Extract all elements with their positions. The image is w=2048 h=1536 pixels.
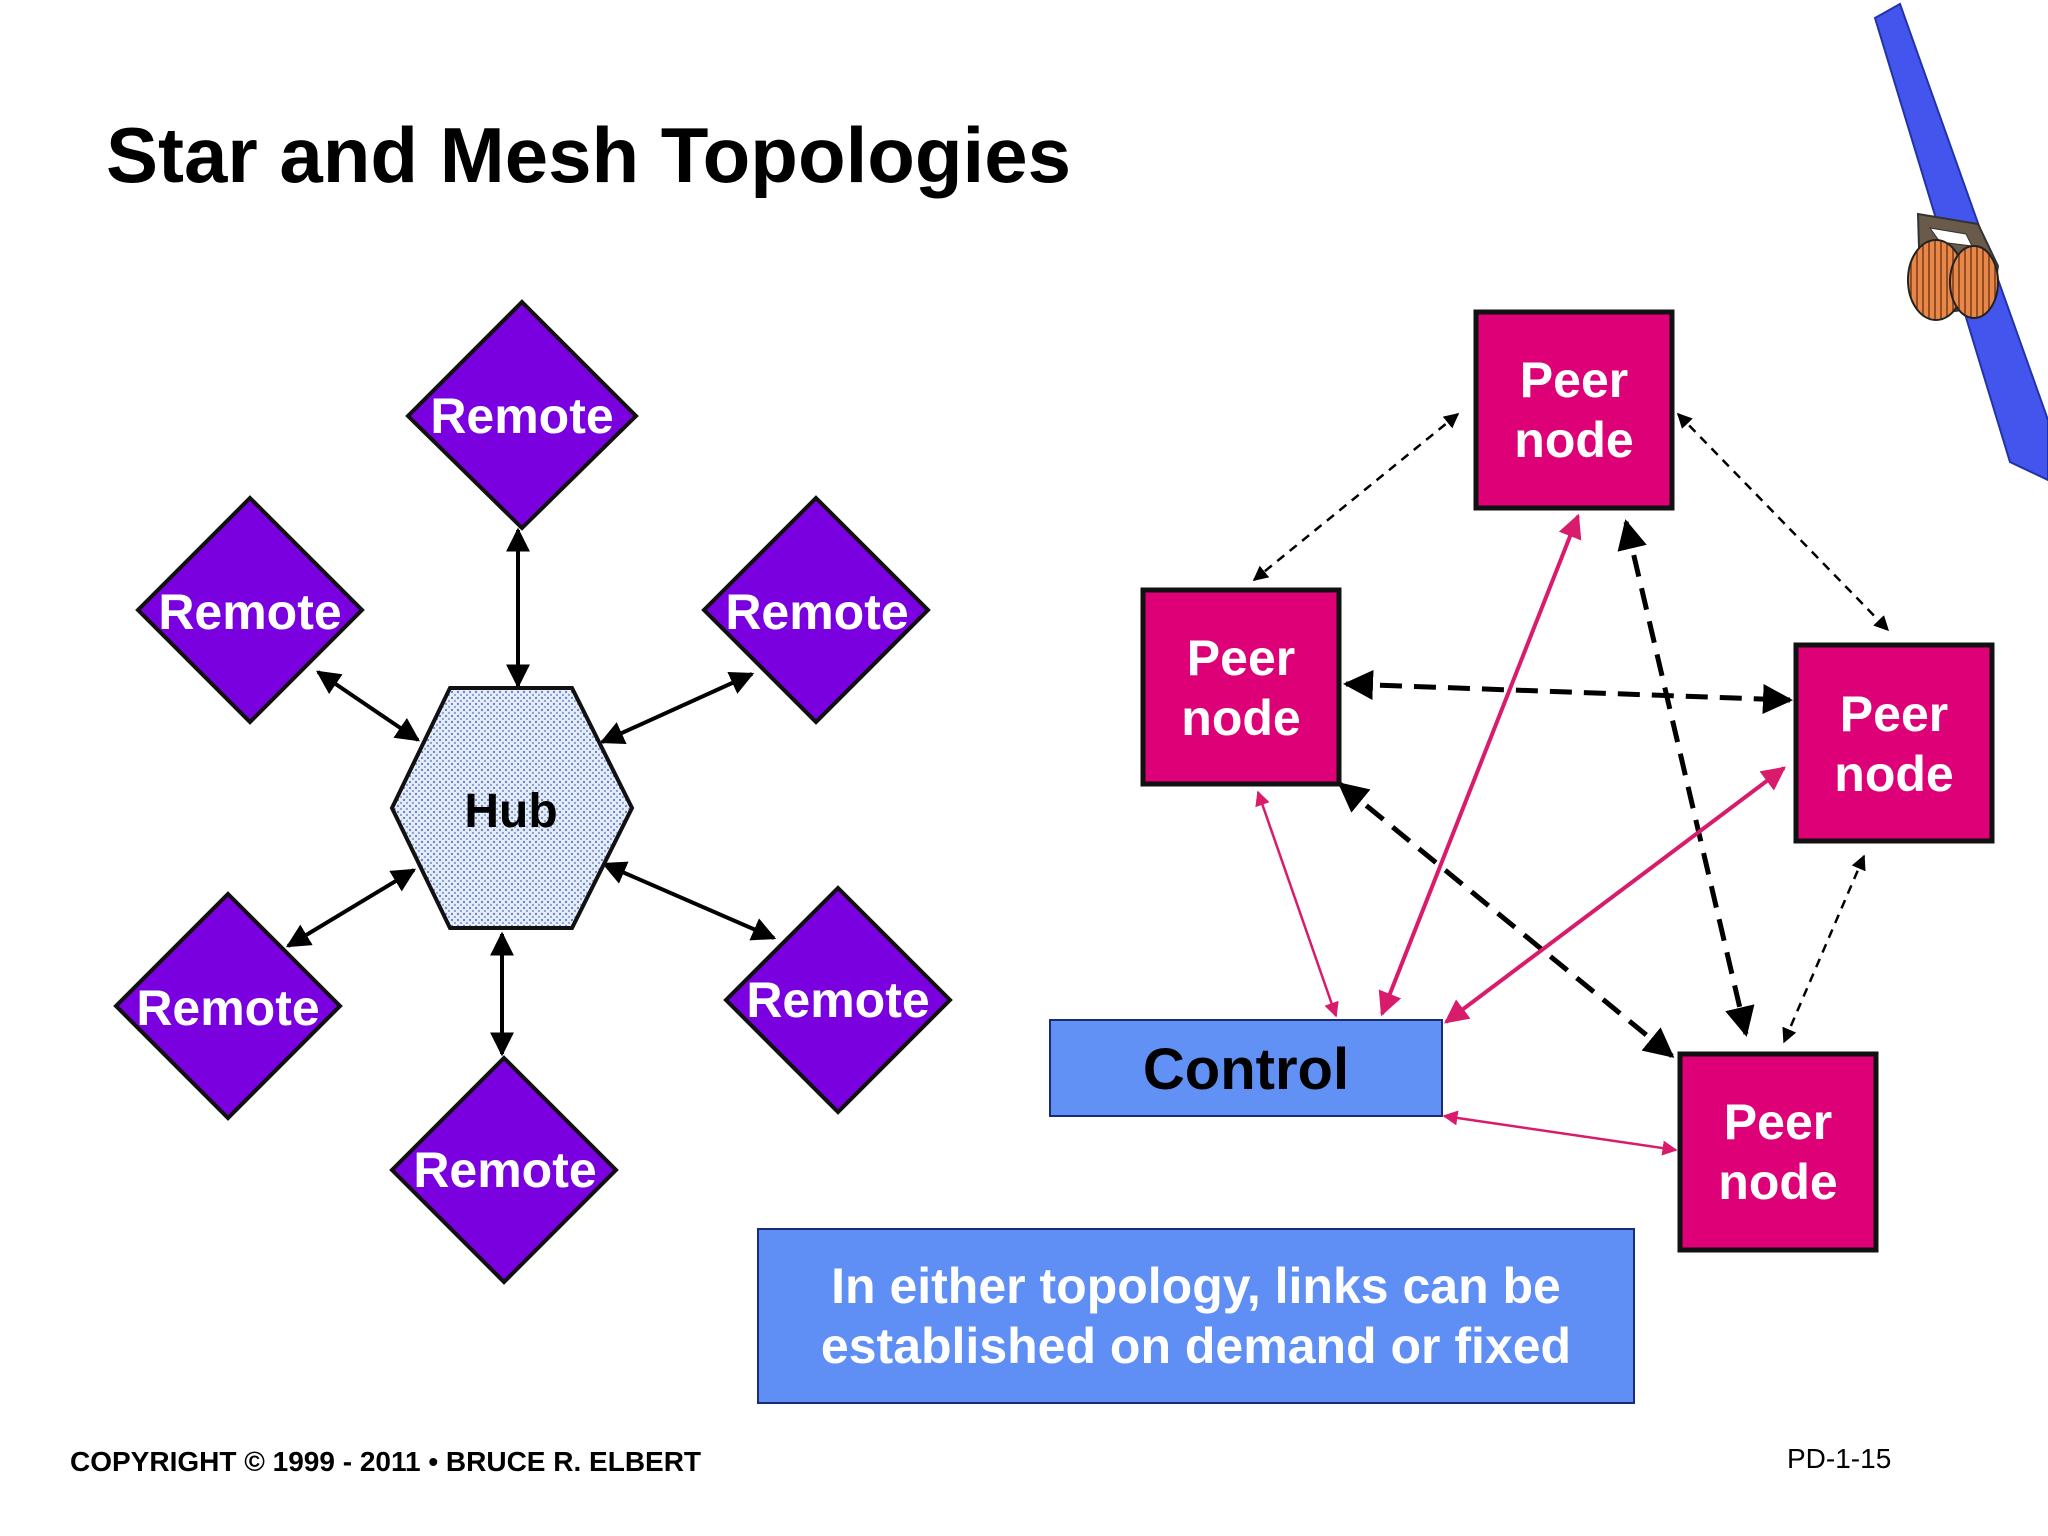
peer-label-top-line1: Peer bbox=[1519, 352, 1629, 408]
remote-label-lower-right: Remote bbox=[746, 972, 930, 1028]
note-text: In either topology, links can be establi… bbox=[820, 1258, 1572, 1374]
peer-label-top: Peer node bbox=[1514, 350, 1633, 470]
satellite-dish-right bbox=[1949, 245, 1999, 319]
peer-node-bottom bbox=[1677, 1051, 1879, 1253]
remote-node-bottom bbox=[389, 1055, 619, 1285]
peer-node-left bbox=[1140, 587, 1342, 787]
peer-label-bottom-line2: node bbox=[1718, 1154, 1838, 1210]
peer-node-top bbox=[1473, 309, 1675, 511]
star-link-lower-left bbox=[285, 868, 417, 948]
remote-label-lower-left: Remote bbox=[136, 980, 320, 1036]
peer-label-bottom-line1: Peer bbox=[1723, 1094, 1833, 1150]
peer-node-right bbox=[1793, 642, 1995, 844]
control-link-right bbox=[1444, 766, 1786, 1024]
peer-label-right: Peer node bbox=[1834, 684, 1953, 804]
copyright-footer: COPYRIGHT © 1999 - 2011 • BRUCE R. ELBER… bbox=[70, 1446, 702, 1477]
peer-label-left-line2: node bbox=[1181, 690, 1301, 746]
slide-title: Star and Mesh Topologies bbox=[106, 111, 1071, 199]
mesh-link-right-bottom bbox=[1782, 854, 1866, 1044]
remote-label-upper-left: Remote bbox=[158, 584, 342, 640]
satellite-icon bbox=[1873, 2, 2048, 482]
star-link-lower-right bbox=[601, 861, 777, 941]
star-links bbox=[285, 527, 777, 1057]
remote-nodes bbox=[113, 299, 953, 1285]
control-label: Control bbox=[1142, 1037, 1350, 1103]
page-id: PD-1-15 bbox=[1787, 1443, 1892, 1474]
mesh-control-links bbox=[1255, 513, 1786, 1156]
remote-node-lower-left bbox=[113, 891, 343, 1121]
hub-node bbox=[389, 686, 635, 930]
note-box: In either topology, links can be establi… bbox=[757, 1228, 1635, 1404]
star-link-upper-left bbox=[316, 670, 420, 742]
control-link-top bbox=[1378, 513, 1582, 1017]
peer-label-right-line1: Peer bbox=[1839, 686, 1949, 742]
peer-label-left: Peer node bbox=[1181, 628, 1300, 748]
mesh-link-top-bottom bbox=[1617, 519, 1755, 1037]
mesh-link-top-left bbox=[1252, 413, 1460, 581]
mesh-link-top-right bbox=[1676, 412, 1890, 632]
control-node bbox=[1049, 1019, 1443, 1117]
remote-node-lower-right bbox=[723, 885, 953, 1115]
control-link-bottom bbox=[1442, 1110, 1678, 1156]
remote-node-upper-left bbox=[135, 495, 365, 725]
remote-label-bottom: Remote bbox=[413, 1142, 597, 1198]
remote-label-top: Remote bbox=[430, 388, 614, 444]
hub-label: Hub bbox=[464, 785, 558, 839]
peer-label-left-line1: Peer bbox=[1186, 630, 1296, 686]
peer-label-right-line2: node bbox=[1834, 746, 1954, 802]
peer-label-top-line2: node bbox=[1514, 412, 1634, 468]
peer-label-bottom: Peer node bbox=[1718, 1092, 1837, 1212]
peer-nodes bbox=[1140, 309, 1995, 1253]
star-link-upper-right bbox=[599, 671, 755, 745]
remote-node-top bbox=[405, 299, 639, 531]
mesh-link-left-bottom bbox=[1337, 782, 1675, 1058]
remote-node-upper-right bbox=[701, 495, 931, 725]
control-link-left bbox=[1255, 790, 1339, 1018]
remote-label-upper-right: Remote bbox=[725, 584, 909, 640]
mesh-link-left-right bbox=[1343, 669, 1793, 715]
